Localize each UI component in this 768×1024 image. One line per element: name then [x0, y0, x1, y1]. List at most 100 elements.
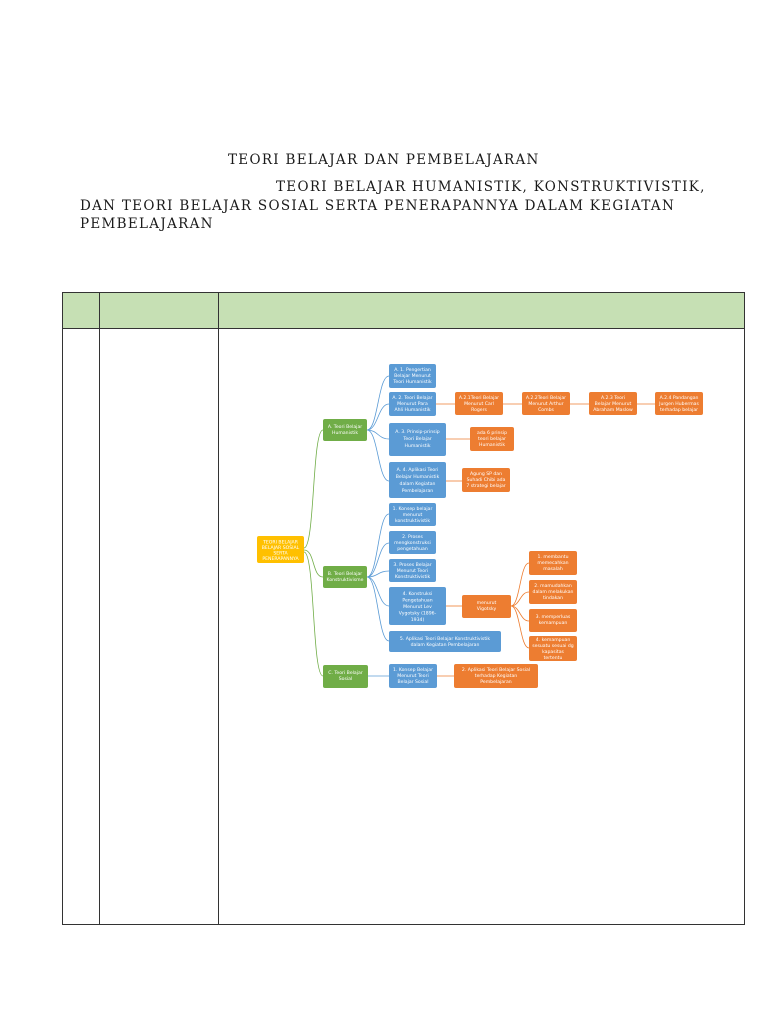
rogers-line-2: Menurut Carl — [464, 401, 494, 407]
svg-text:BELAJAR SOSIAL: BELAJAR SOSIAL — [262, 545, 300, 551]
mind-map: TEORI BELAJAR BELAJAR SOSIAL SERTA PENER… — [257, 364, 703, 688]
svg-text:Menurut Para: Menurut Para — [397, 401, 428, 407]
svg-text:Jurgen Hubermas: Jurgen Hubermas — [658, 401, 699, 407]
a4-line-4: Pembelajaran — [402, 488, 434, 494]
hubermas-line-3: terhadap belajar — [660, 407, 698, 413]
expert-combs-node: A.2.2Teori Belajar Menurut Arthur Combs — [522, 392, 570, 415]
svg-text:A. Teori Belajar: A. Teori Belajar — [328, 424, 362, 430]
vp4-line-4: tertentu — [544, 655, 563, 661]
svg-text:dalam melakukan: dalam melakukan — [533, 589, 574, 595]
table-column-divider-2 — [218, 293, 219, 924]
connector-b-2 — [366, 542, 390, 578]
vygotsky-line-1: menurut — [477, 600, 497, 606]
a2-line-1: A. 2. Teori Belajar — [392, 395, 432, 401]
a4-node: A. 4. Aplikasi Teori Belajar Humanistik … — [389, 462, 446, 498]
svg-text:Pembelajaran: Pembelajaran — [402, 488, 434, 494]
svg-text:A.2.4 Pandangan: A.2.4 Pandangan — [660, 395, 699, 401]
combs-line-2: Menurut Arthur — [528, 401, 563, 407]
svg-text:Ahli Humanistik: Ahli Humanistik — [394, 407, 430, 413]
vp4-line-3: kapasitas — [542, 649, 564, 655]
svg-text:Konstruktivisme: Konstruktivisme — [327, 577, 364, 583]
svg-text:1934): 1934) — [411, 617, 425, 623]
table-column-divider-1 — [99, 293, 100, 924]
svg-text:Vygotsky (1896-: Vygotsky (1896- — [399, 611, 437, 617]
svg-text:4. Konstruksi: 4. Konstruksi — [403, 591, 433, 597]
svg-text:Menurut Teori: Menurut Teori — [397, 673, 429, 679]
c1-line-3: Belajar Sosial — [398, 679, 429, 685]
svg-text:1. Konsep belajar: 1. Konsep belajar — [393, 506, 433, 512]
svg-text:3. memperluas: 3. memperluas — [536, 614, 571, 620]
vp4-line-1: 4. kemampuan — [536, 637, 571, 643]
svg-text:5. Aplikasi Teori Belajar Kons: 5. Aplikasi Teori Belajar Konstruktivist… — [400, 636, 490, 642]
b3-line-2: Menurut Teori — [397, 568, 429, 574]
svg-text:Humanistik: Humanistik — [479, 442, 505, 448]
principles-line-2: teori belajar — [478, 436, 506, 442]
vp1-line-2: memecahkan — [537, 560, 568, 566]
expert-maslow-node: A.2.3 Teori Belajar Menurut Abraham Masl… — [589, 392, 637, 415]
principles-note-node: ada 6 prinsip teori belajar Humanistik — [470, 427, 514, 451]
svg-text:tertentu: tertentu — [544, 655, 563, 661]
connector-a-1 — [366, 375, 390, 431]
vygotsky-line-2: Vigotsky — [477, 606, 497, 612]
connector-root-b — [303, 549, 324, 578]
c1-line-1: 1. Konsep Belajar — [393, 667, 433, 673]
hubermas-line-2: Jurgen Hubermas — [658, 401, 699, 407]
a3-line-2: Teori Belajar — [402, 436, 431, 442]
vygotsky-point-1-node: 1. membantu memecahkan masalah — [529, 551, 577, 575]
doc-title-line-2: TEORI BELAJAR HUMANISTIK, KONSTRUKTIVIST… — [276, 179, 706, 195]
c-application-node: 2. Aplikasi Teori Belajar Sosial terhada… — [454, 664, 538, 688]
svg-text:A.2.3 Teori: A.2.3 Teori — [601, 395, 625, 401]
a1-node: A. 1. Pengertian Belajar Menurut Teori H… — [389, 364, 436, 388]
svg-text:Agung SP dan: Agung SP dan — [470, 471, 502, 477]
b4-node: 4. Konstruksi Pengetahuan Menurut Lev Vy… — [389, 587, 446, 625]
connectors — [303, 375, 655, 677]
svg-text:menurut: menurut — [403, 512, 423, 518]
b5-line-2: dalam Kegiatan Pembelajaran — [411, 642, 480, 648]
b4-line-4: Vygotsky (1896- — [399, 611, 437, 617]
svg-text:TEORI BELAJAR: TEORI BELAJAR — [262, 540, 299, 546]
vp4-line-2: sesuatu sesuai dg — [532, 643, 574, 649]
vygotsky-note-node: menurut Vigotsky — [462, 595, 511, 618]
c1-line-2: Menurut Teori — [397, 673, 429, 679]
a2-node: A. 2. Teori Belajar Menurut Para Ahli Hu… — [389, 392, 436, 416]
svg-text:sesuatu sesuai dg: sesuatu sesuai dg — [532, 643, 574, 649]
connector-note-p3 — [510, 605, 530, 622]
c1-node: 1. Konsep Belajar Menurut Teori Belajar … — [389, 664, 437, 688]
doc-title-line-3: DAN TEORI BELAJAR SOSIAL SERTA PENERAPAN… — [80, 198, 676, 214]
b5-node: 5. Aplikasi Teori Belajar Konstruktivist… — [389, 631, 501, 652]
connector-b-3 — [366, 570, 390, 578]
b3-line-3: Konstruktivistik — [395, 574, 431, 580]
connector-root-c — [303, 551, 324, 677]
svg-text:dalam Kegiatan: dalam Kegiatan — [400, 481, 436, 487]
b3-line-1: 3. Proses Belajar — [393, 562, 431, 568]
capp-line-3: Pembelajaran — [480, 679, 512, 685]
svg-text:C. Teori Belajar: C. Teori Belajar — [328, 670, 363, 676]
vp2-line-1: 2. mamudahkan — [534, 583, 572, 589]
b4-line-5: 1934) — [411, 617, 425, 623]
svg-text:Belajar Humanistik: Belajar Humanistik — [396, 474, 440, 480]
svg-text:2. mamudahkan: 2. mamudahkan — [534, 583, 572, 589]
a2-line-3: Ahli Humanistik — [394, 407, 430, 413]
b4-line-3: Menurut Lev — [403, 604, 432, 610]
b4-line-1: 4. Konstruksi — [403, 591, 433, 597]
branch-c-node: C. Teori Belajar Sosial — [323, 665, 368, 688]
root-line-2: BELAJAR SOSIAL — [262, 545, 300, 551]
svg-text:Suhadi Chibi ada: Suhadi Chibi ada — [467, 477, 506, 483]
a1-line-2: Belajar Menurut — [394, 373, 431, 379]
svg-text:A. 2. Teori Belajar: A. 2. Teori Belajar — [392, 395, 432, 401]
svg-text:Teori Belajar: Teori Belajar — [402, 436, 431, 442]
svg-text:Pembelajaran: Pembelajaran — [480, 679, 512, 685]
branch-b-line-1: B. Teori Belajar — [328, 571, 363, 577]
a1-line-3: Teori Humanistik — [392, 379, 432, 385]
b1-line-1: 1. Konsep belajar — [393, 506, 433, 512]
svg-text:masalah: masalah — [543, 566, 563, 572]
b5-line-1: 5. Aplikasi Teori Belajar Konstruktivist… — [400, 636, 490, 642]
vp1-line-1: 1. membantu — [538, 554, 569, 560]
vp2-line-2: dalam melakukan — [533, 589, 574, 595]
b2-line-2: mengkonstruksi — [394, 540, 431, 546]
application-line-1: Agung SP dan — [470, 471, 502, 477]
root-line-1: TEORI BELAJAR — [262, 540, 299, 546]
b2-node: 2. Proses mengkonstruksi pengetahuan — [389, 531, 436, 554]
vp2-line-3: tindakan — [543, 595, 563, 601]
rogers-line-1: A.2.1Teori Belajar — [459, 395, 499, 401]
